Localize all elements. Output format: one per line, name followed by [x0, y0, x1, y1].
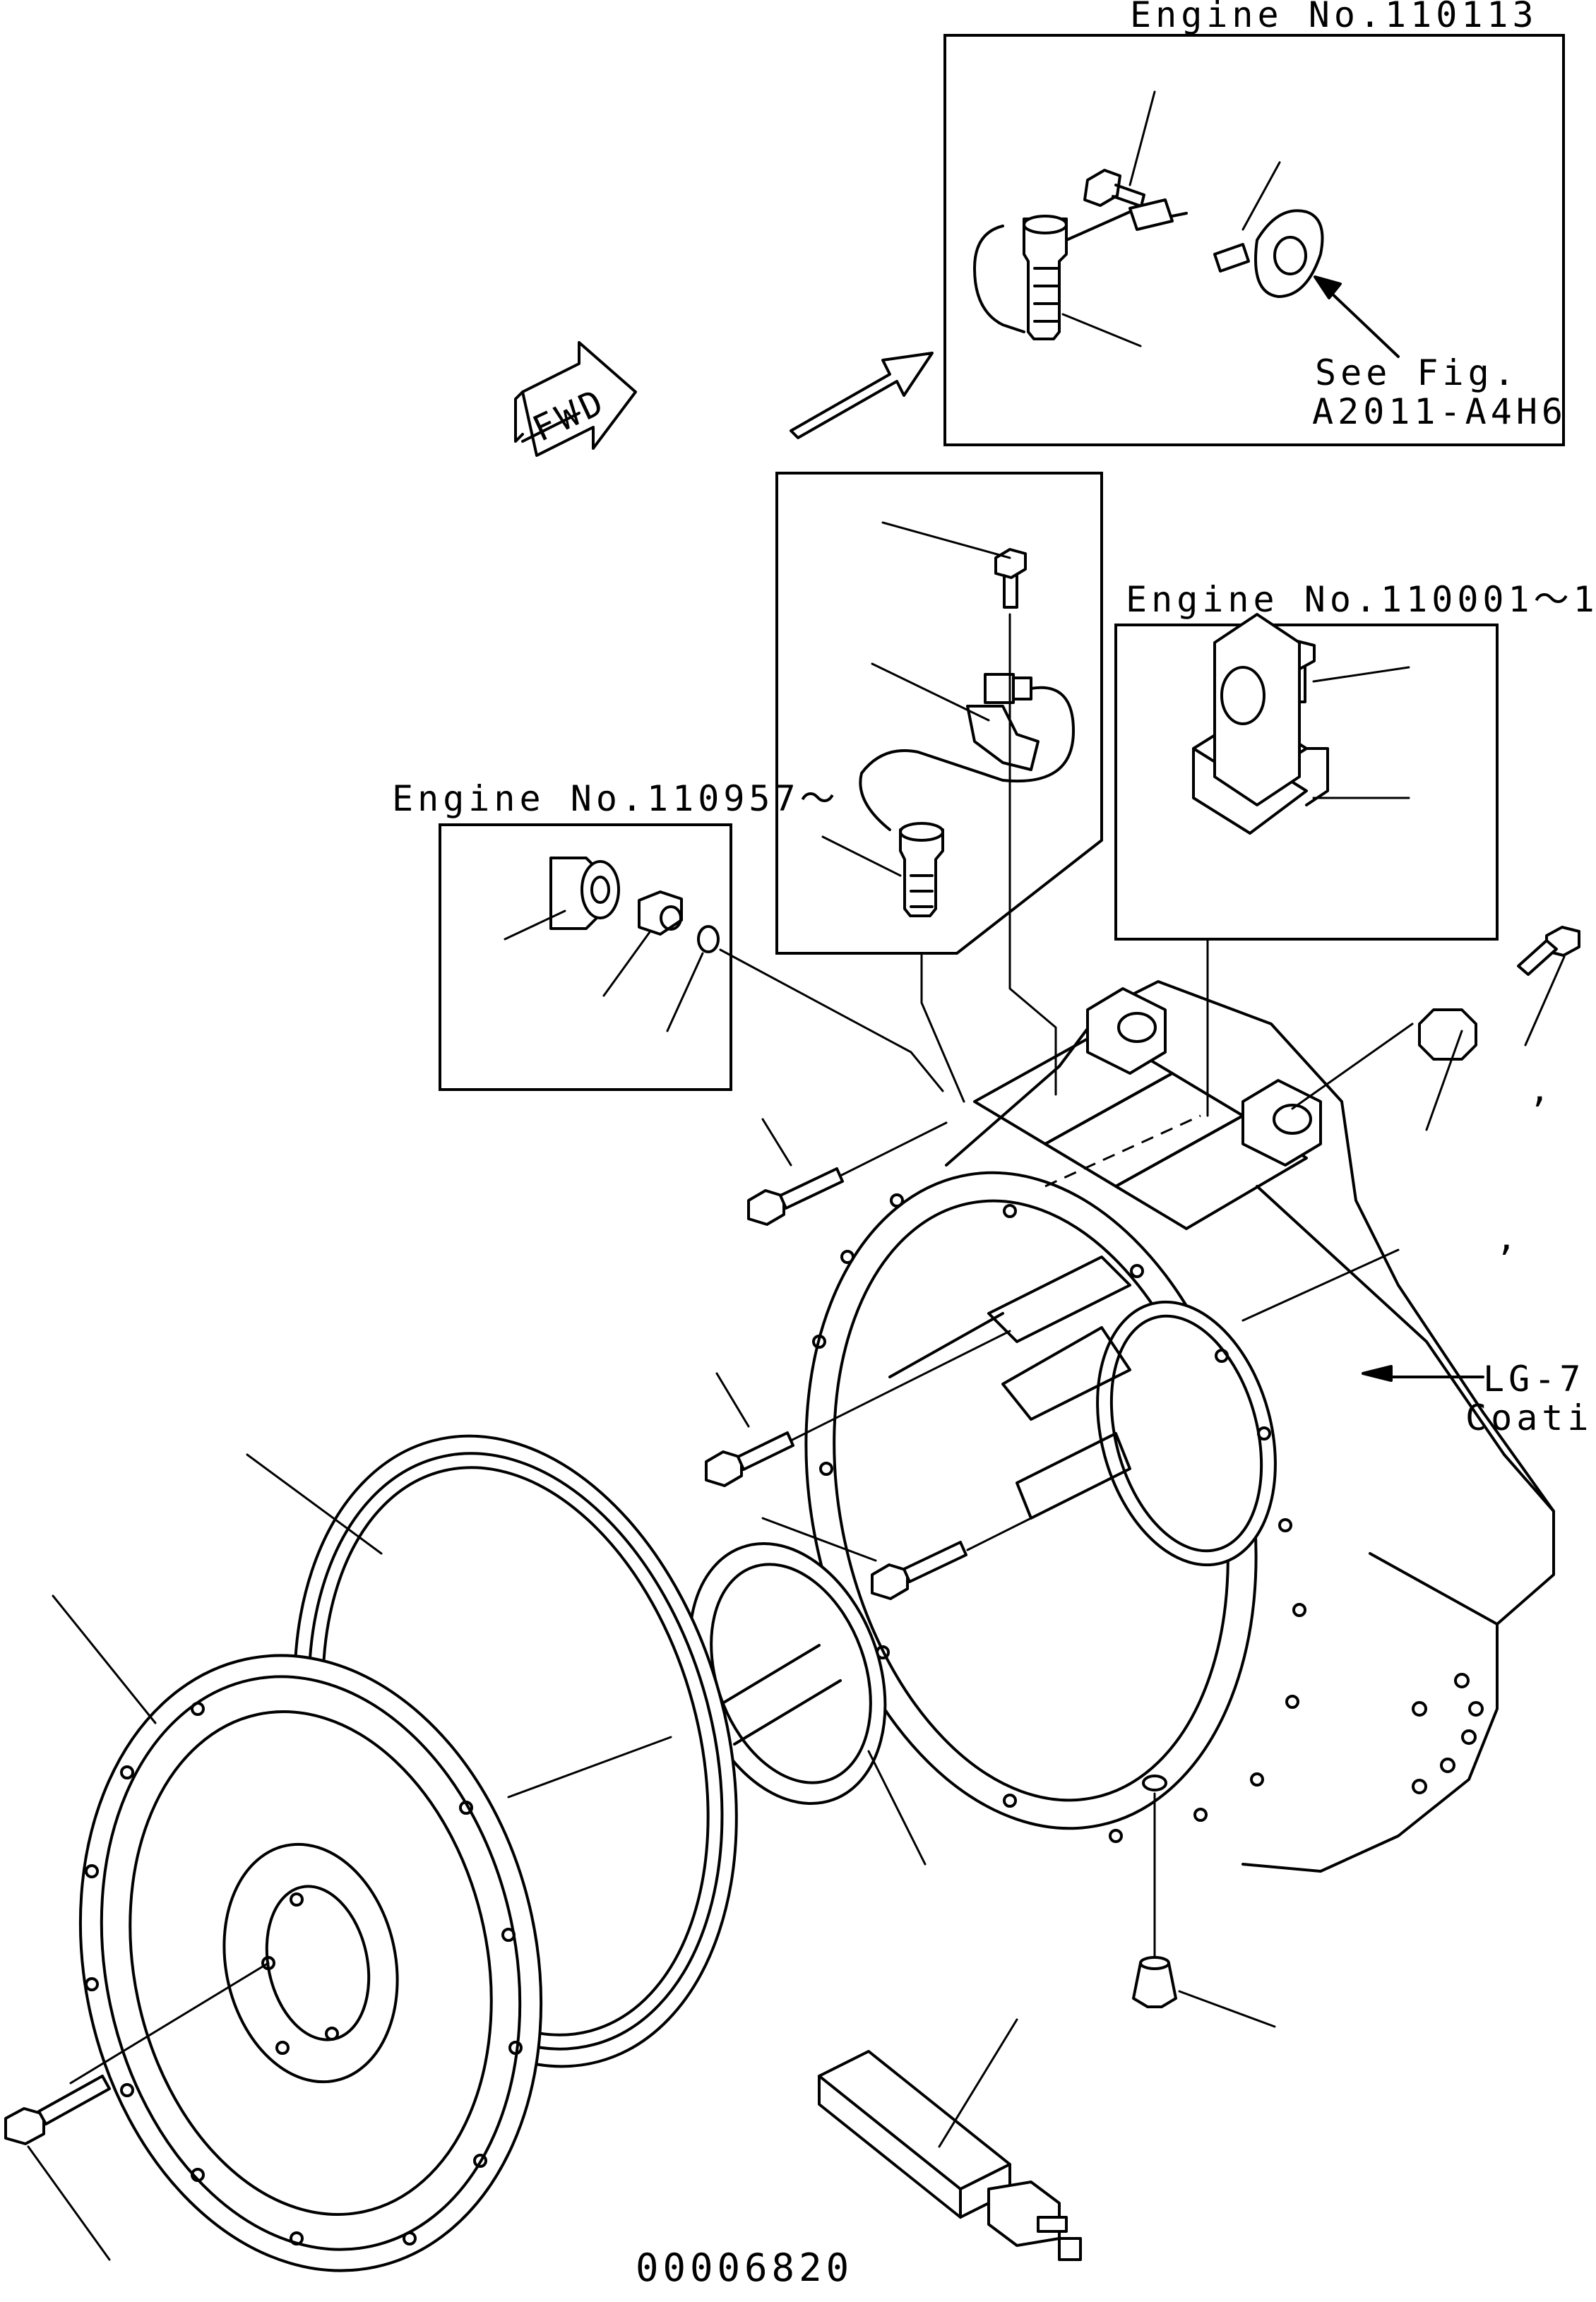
lg7-coating-callout: LG-7 Coating , ,	[1241, 1069, 1596, 1438]
dowel-plug	[1132, 1792, 1276, 2028]
drawing-number: 00006820	[636, 2246, 853, 2290]
flywheel-bolt	[4, 2075, 111, 2261]
housing-bolts	[705, 926, 1580, 1600]
fwd-arrow-icon: FWD	[514, 341, 637, 457]
inset-flange	[1254, 209, 1324, 298]
inset-bolt	[1083, 169, 1145, 208]
mark-1: ,	[1529, 1069, 1554, 1110]
flywheel-housing	[804, 980, 1555, 1873]
inset-engine-110001-110956: Engine No.110001～110956	[1114, 579, 1596, 941]
inset-engine-110957: Engine No.110957～	[392, 778, 944, 1092]
inset-engine-110113: Engine No.110113 See Fig.	[943, 0, 1567, 446]
lg7-label: LG-7	[1483, 1359, 1585, 1400]
engine-110113-label: Engine No.110113	[1130, 0, 1538, 35]
engine-110001-110956-label: Engine No.110001～110956	[1126, 579, 1596, 620]
flange-holes	[812, 1193, 1306, 1843]
see-fig-label-1: See Fig.	[1315, 352, 1519, 393]
flywheel	[52, 1594, 672, 2272]
mark-2: ,	[1496, 1217, 1521, 1258]
oil-seal	[688, 1542, 927, 1866]
inset-sensor-box	[775, 472, 1103, 955]
tool	[818, 2018, 1082, 2261]
see-fig-label-2: A2011-A4H6	[1312, 391, 1567, 432]
coating-label: Coating	[1465, 1397, 1596, 1438]
inset-sensor	[973, 198, 1188, 340]
inset-clip	[1213, 243, 1250, 273]
engine-110957-label: Engine No.110957～	[392, 778, 840, 819]
direction-arrow-icon	[790, 352, 934, 439]
